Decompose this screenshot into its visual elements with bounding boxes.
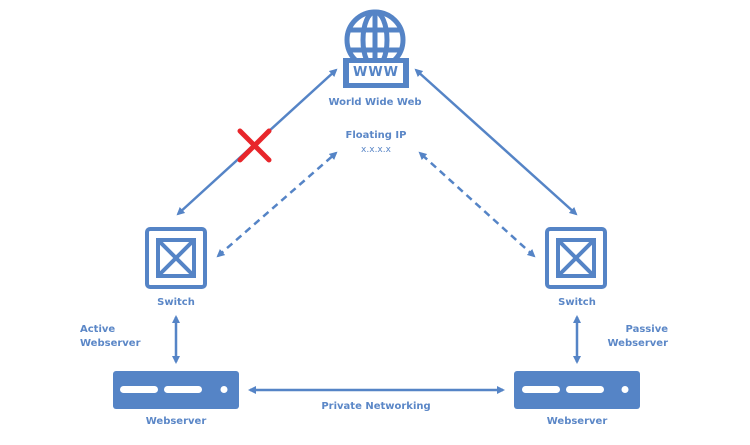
floating-ip-address: x.x.x.x <box>361 145 391 155</box>
link-floating-ip-right <box>418 151 536 258</box>
floating-ip-label: Floating IP <box>345 130 407 141</box>
server-right-icon <box>514 371 640 409</box>
passive-role-line1: Passive <box>625 324 668 335</box>
server-right-label: Webserver <box>546 416 608 427</box>
private-networking-label: Private Networking <box>321 401 431 412</box>
passive-role-line2: Webserver <box>607 338 668 349</box>
blocked-x-icon <box>237 128 272 163</box>
active-role-line1: Active <box>80 324 116 335</box>
link-floating-ip-left <box>216 151 338 258</box>
switch-right-label: Switch <box>558 297 596 308</box>
switch-left-label: Switch <box>157 297 195 308</box>
www-label: World Wide Web <box>328 97 422 108</box>
www-badge <box>343 58 409 88</box>
switch-left-icon <box>145 227 207 289</box>
www-badge-text: WWW <box>352 65 400 80</box>
server-left-label: Webserver <box>145 416 207 427</box>
active-role-line2: Webserver <box>80 338 141 349</box>
server-left-icon <box>113 371 239 409</box>
switch-right-icon <box>545 227 607 289</box>
link-switch-right-www <box>414 68 578 216</box>
